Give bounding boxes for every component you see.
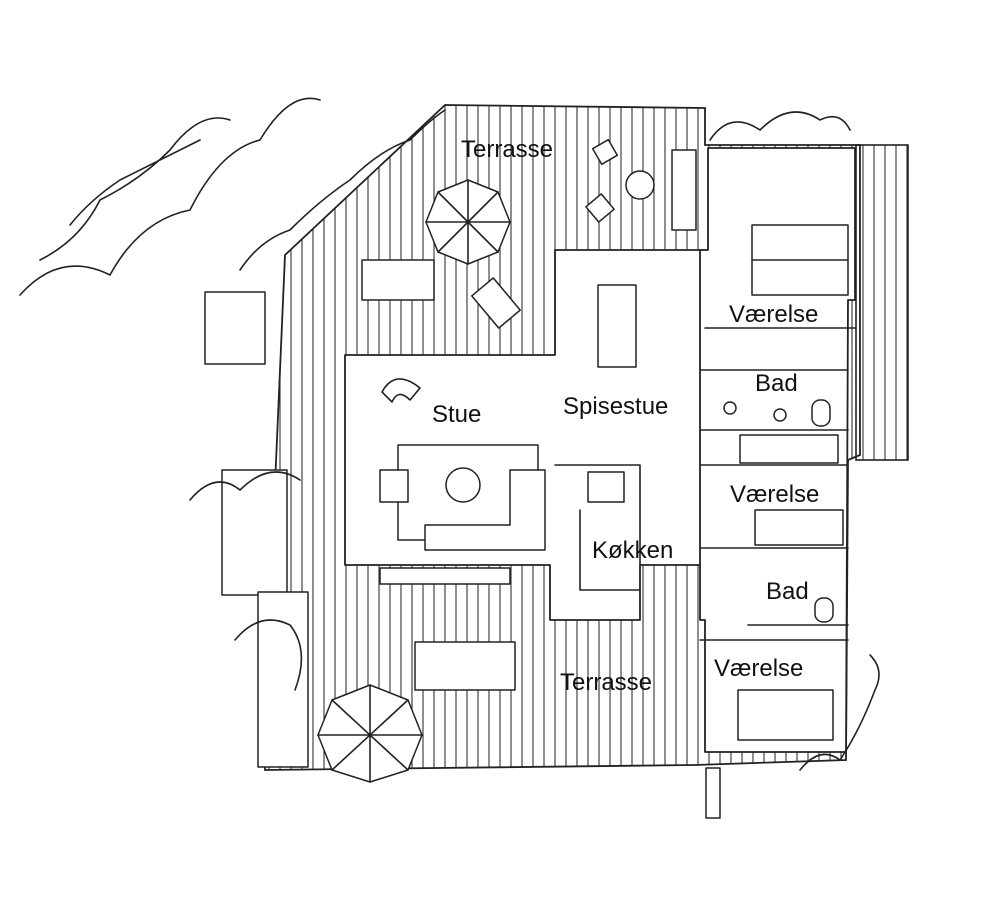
planter-icon bbox=[221, 469, 288, 596]
room-label-vaerelse-1: Værelse bbox=[729, 301, 818, 328]
dining-table-icon bbox=[597, 284, 637, 368]
sofa-icon bbox=[424, 469, 546, 551]
coffee-table-icon bbox=[445, 467, 481, 503]
hedge-scribble bbox=[239, 109, 446, 271]
planter-icon bbox=[257, 591, 309, 768]
room-label-terrasse-bottom: Terrasse bbox=[560, 669, 652, 696]
room-label-vaerelse-3: Værelse bbox=[714, 655, 803, 682]
chair-icon bbox=[591, 138, 619, 166]
bed-icon bbox=[754, 509, 844, 546]
parasol-icon bbox=[425, 179, 511, 265]
outdoor-shower-icon bbox=[705, 767, 721, 819]
sink-icon bbox=[723, 401, 737, 415]
room-label-bad-1: Bad bbox=[755, 370, 798, 397]
outdoor-table-icon bbox=[361, 259, 435, 301]
hedge-scribble bbox=[189, 471, 303, 691]
parasol-icon bbox=[317, 684, 423, 783]
toilet-icon bbox=[811, 399, 831, 427]
hedge-scribble bbox=[709, 111, 851, 141]
room-label-bad-2: Bad bbox=[766, 578, 809, 605]
sink-icon bbox=[773, 408, 787, 422]
deck-strip-right bbox=[855, 144, 909, 461]
lounge-chair-icon bbox=[381, 378, 421, 403]
outdoor-table-icon bbox=[414, 641, 516, 691]
bed-icon bbox=[737, 689, 834, 741]
room-label-terrasse-top: Terrasse bbox=[461, 136, 553, 163]
side-table-icon bbox=[625, 170, 655, 200]
hedge-scribble bbox=[799, 654, 880, 771]
bathtub-icon bbox=[739, 434, 839, 464]
sideboard-icon bbox=[379, 567, 511, 585]
bench-icon bbox=[671, 149, 697, 231]
armchair-icon bbox=[379, 469, 409, 503]
room-label-stue: Stue bbox=[432, 401, 481, 428]
stove-icon bbox=[587, 471, 625, 503]
room-label-koekken: Køkken bbox=[592, 537, 673, 564]
room-label-vaerelse-2: Værelse bbox=[730, 481, 819, 508]
sun-lounger-icon bbox=[471, 277, 521, 329]
room-label-spisestue: Spisestue bbox=[563, 393, 668, 420]
interior-partitions bbox=[554, 327, 856, 641]
toilet-icon bbox=[814, 597, 834, 623]
planter-icon bbox=[204, 291, 266, 365]
hedge-scribble bbox=[19, 97, 321, 296]
chair-icon bbox=[585, 193, 615, 223]
